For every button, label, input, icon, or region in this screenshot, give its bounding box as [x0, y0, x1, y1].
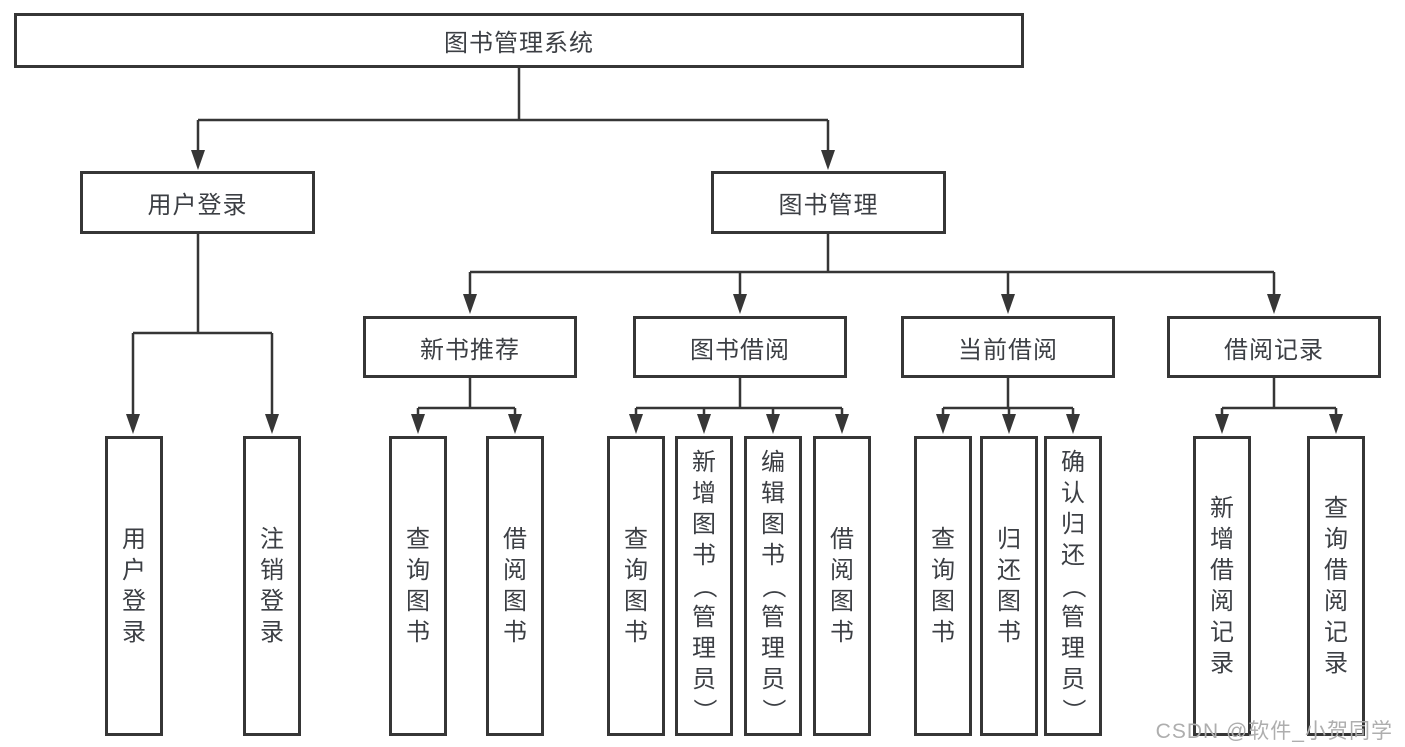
node-current-borrow: 当前借阅	[901, 316, 1115, 378]
arrow-down-icon	[936, 414, 950, 434]
leaf-add-borrow-record: 新增借阅记录	[1193, 436, 1251, 736]
arrow-down-icon	[1001, 294, 1015, 314]
leaf-label: 新增借阅记录	[1210, 495, 1234, 677]
node-book-borrow: 图书借阅	[633, 316, 847, 378]
leaf-query-books-borrow: 查询图书	[607, 436, 665, 736]
leaf-label: 借阅图书	[830, 526, 854, 646]
arrow-down-icon	[629, 414, 643, 434]
leaf-query-books-current: 查询图书	[914, 436, 972, 736]
leaf-label: 借阅图书	[503, 526, 527, 646]
leaf-logout: 注销登录	[243, 436, 301, 736]
leaf-return-book: 归还图书	[980, 436, 1038, 736]
arrow-down-icon	[265, 414, 279, 434]
node-borrow-records: 借阅记录	[1167, 316, 1381, 378]
arrow-down-icon	[821, 150, 835, 170]
leaf-borrow-books-recommend: 借阅图书	[486, 436, 544, 736]
node-label: 用户登录	[147, 192, 248, 219]
arrow-down-icon	[126, 414, 140, 434]
connector-book-management-to-level3	[468, 234, 1276, 298]
connector-root-to-level2	[196, 68, 830, 154]
connector-user-login-to-leaves	[131, 234, 274, 418]
node-book-management: 图书管理	[711, 171, 946, 234]
leaf-confirm-return-admin: 确认归还（管理员）	[1044, 436, 1102, 736]
node-label: 图书管理	[778, 192, 879, 219]
leaf-label: 查询图书	[406, 526, 430, 646]
node-label: 图书管理系统	[444, 30, 594, 57]
leaf-user-login: 用户登录	[105, 436, 163, 736]
leaf-query-borrow-record: 查询借阅记录	[1307, 436, 1365, 736]
connector-current-borrow-to-leaves	[941, 378, 1075, 418]
node-system-root: 图书管理系统	[14, 13, 1024, 68]
arrow-down-icon	[508, 414, 522, 434]
leaf-label: 查询借阅记录	[1324, 495, 1348, 677]
leaf-query-books-recommend: 查询图书	[389, 436, 447, 736]
connector-borrow-records-to-leaves	[1220, 378, 1338, 418]
leaf-label: 新增图书（管理员）	[690, 448, 718, 723]
node-label: 当前借阅	[958, 336, 1058, 364]
connector-new-book-to-leaves	[416, 378, 517, 418]
arrow-down-icon	[411, 414, 425, 434]
node-label: 借阅记录	[1224, 336, 1324, 364]
arrow-down-icon	[1215, 414, 1229, 434]
arrow-down-icon	[1329, 414, 1343, 434]
arrow-down-icon	[1267, 294, 1281, 314]
node-user-login: 用户登录	[80, 171, 315, 234]
node-new-book-recommend: 新书推荐	[363, 316, 577, 378]
leaf-label: 注销登录	[260, 526, 284, 646]
node-label: 新书推荐	[420, 336, 520, 364]
leaf-label: 归还图书	[997, 526, 1021, 646]
arrow-down-icon	[766, 414, 780, 434]
connector-book-borrow-to-leaves	[634, 378, 844, 418]
arrow-down-icon	[1066, 414, 1080, 434]
leaf-label: 用户登录	[122, 526, 146, 646]
leaf-label: 确认归还（管理员）	[1059, 448, 1087, 723]
arrow-down-icon	[1002, 414, 1016, 434]
csdn-watermark: CSDN @软件_小贺同学	[1155, 720, 1393, 743]
arrow-down-icon	[697, 414, 711, 434]
arrow-down-icon	[463, 294, 477, 314]
arrow-down-icon	[835, 414, 849, 434]
leaf-label: 查询图书	[624, 526, 648, 646]
leaf-label: 查询图书	[931, 526, 955, 646]
arrow-down-icon	[733, 294, 747, 314]
node-label: 图书借阅	[690, 336, 790, 364]
arrow-down-icon	[191, 150, 205, 170]
arrowheads	[126, 150, 1343, 434]
leaf-edit-book-admin: 编辑图书（管理员）	[744, 436, 802, 736]
leaf-borrow-books-borrow: 借阅图书	[813, 436, 871, 736]
leaf-label: 编辑图书（管理员）	[759, 448, 787, 723]
leaf-add-book-admin: 新增图书（管理员）	[675, 436, 733, 736]
